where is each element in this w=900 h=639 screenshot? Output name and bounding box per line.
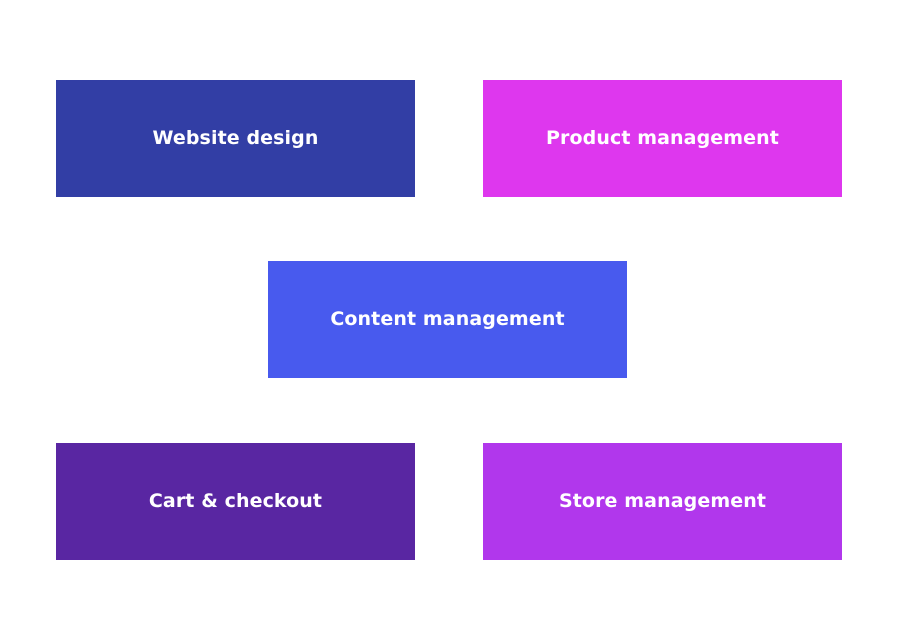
card-label: Cart & checkout: [148, 490, 323, 512]
card-product-management: Product management: [483, 80, 842, 197]
card-content-management: Content management: [268, 261, 627, 378]
card-cart-checkout: Cart & checkout: [56, 443, 415, 560]
card-label: Product management: [546, 127, 779, 149]
card-label: Website design: [152, 127, 319, 149]
card-label: Store management: [558, 490, 767, 512]
card-label: Content management: [330, 308, 565, 330]
card-store-management: Store management: [483, 443, 842, 560]
card-website-design: Website design: [56, 80, 415, 197]
